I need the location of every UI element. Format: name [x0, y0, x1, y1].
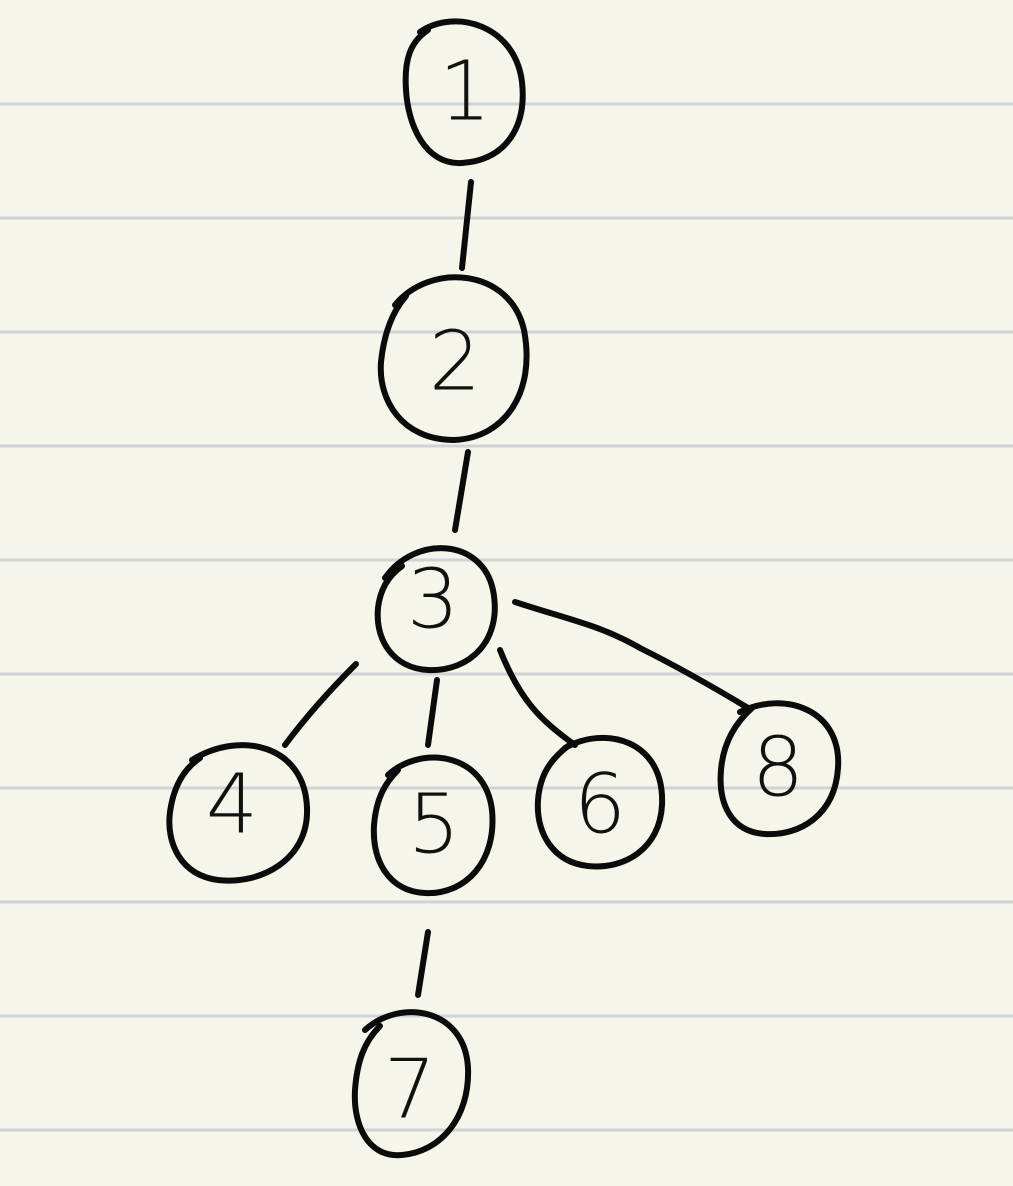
node-4: 4: [166, 742, 311, 884]
node-label: 4: [206, 758, 258, 853]
node-label: 2: [429, 315, 481, 410]
node-label: 8: [752, 721, 804, 816]
node-circle: [534, 734, 666, 870]
node-circle: [370, 754, 496, 897]
edges: [282, 179, 751, 998]
node-circle: [717, 700, 842, 838]
edge-3-8: [512, 599, 751, 711]
edge-1-2: [459, 179, 474, 271]
node-label: 7: [384, 1043, 436, 1138]
node-7: 7: [351, 1009, 472, 1159]
node-label: 1: [439, 45, 491, 140]
node-label: 3: [407, 553, 459, 648]
node-2: 2: [377, 274, 530, 443]
ruled-lines: [0, 102, 1013, 1132]
node-1: 1: [402, 18, 526, 167]
edge-3-4: [282, 661, 359, 748]
node-circle: [377, 274, 530, 443]
node-8: 8: [717, 700, 842, 838]
node-circle: [351, 1009, 472, 1159]
node-circle: [166, 742, 311, 884]
edge-5-7: [415, 929, 431, 998]
node-6: 6: [534, 734, 666, 870]
edge-3-5: [425, 677, 440, 748]
edge-2-3: [452, 449, 471, 533]
node-3: 3: [374, 545, 498, 674]
node-label: 6: [574, 758, 626, 853]
node-circle: [402, 18, 526, 167]
node-5: 5: [370, 754, 496, 897]
node-circle: [374, 545, 498, 674]
node-label: 5: [408, 778, 460, 873]
edge-3-6: [497, 647, 578, 748]
